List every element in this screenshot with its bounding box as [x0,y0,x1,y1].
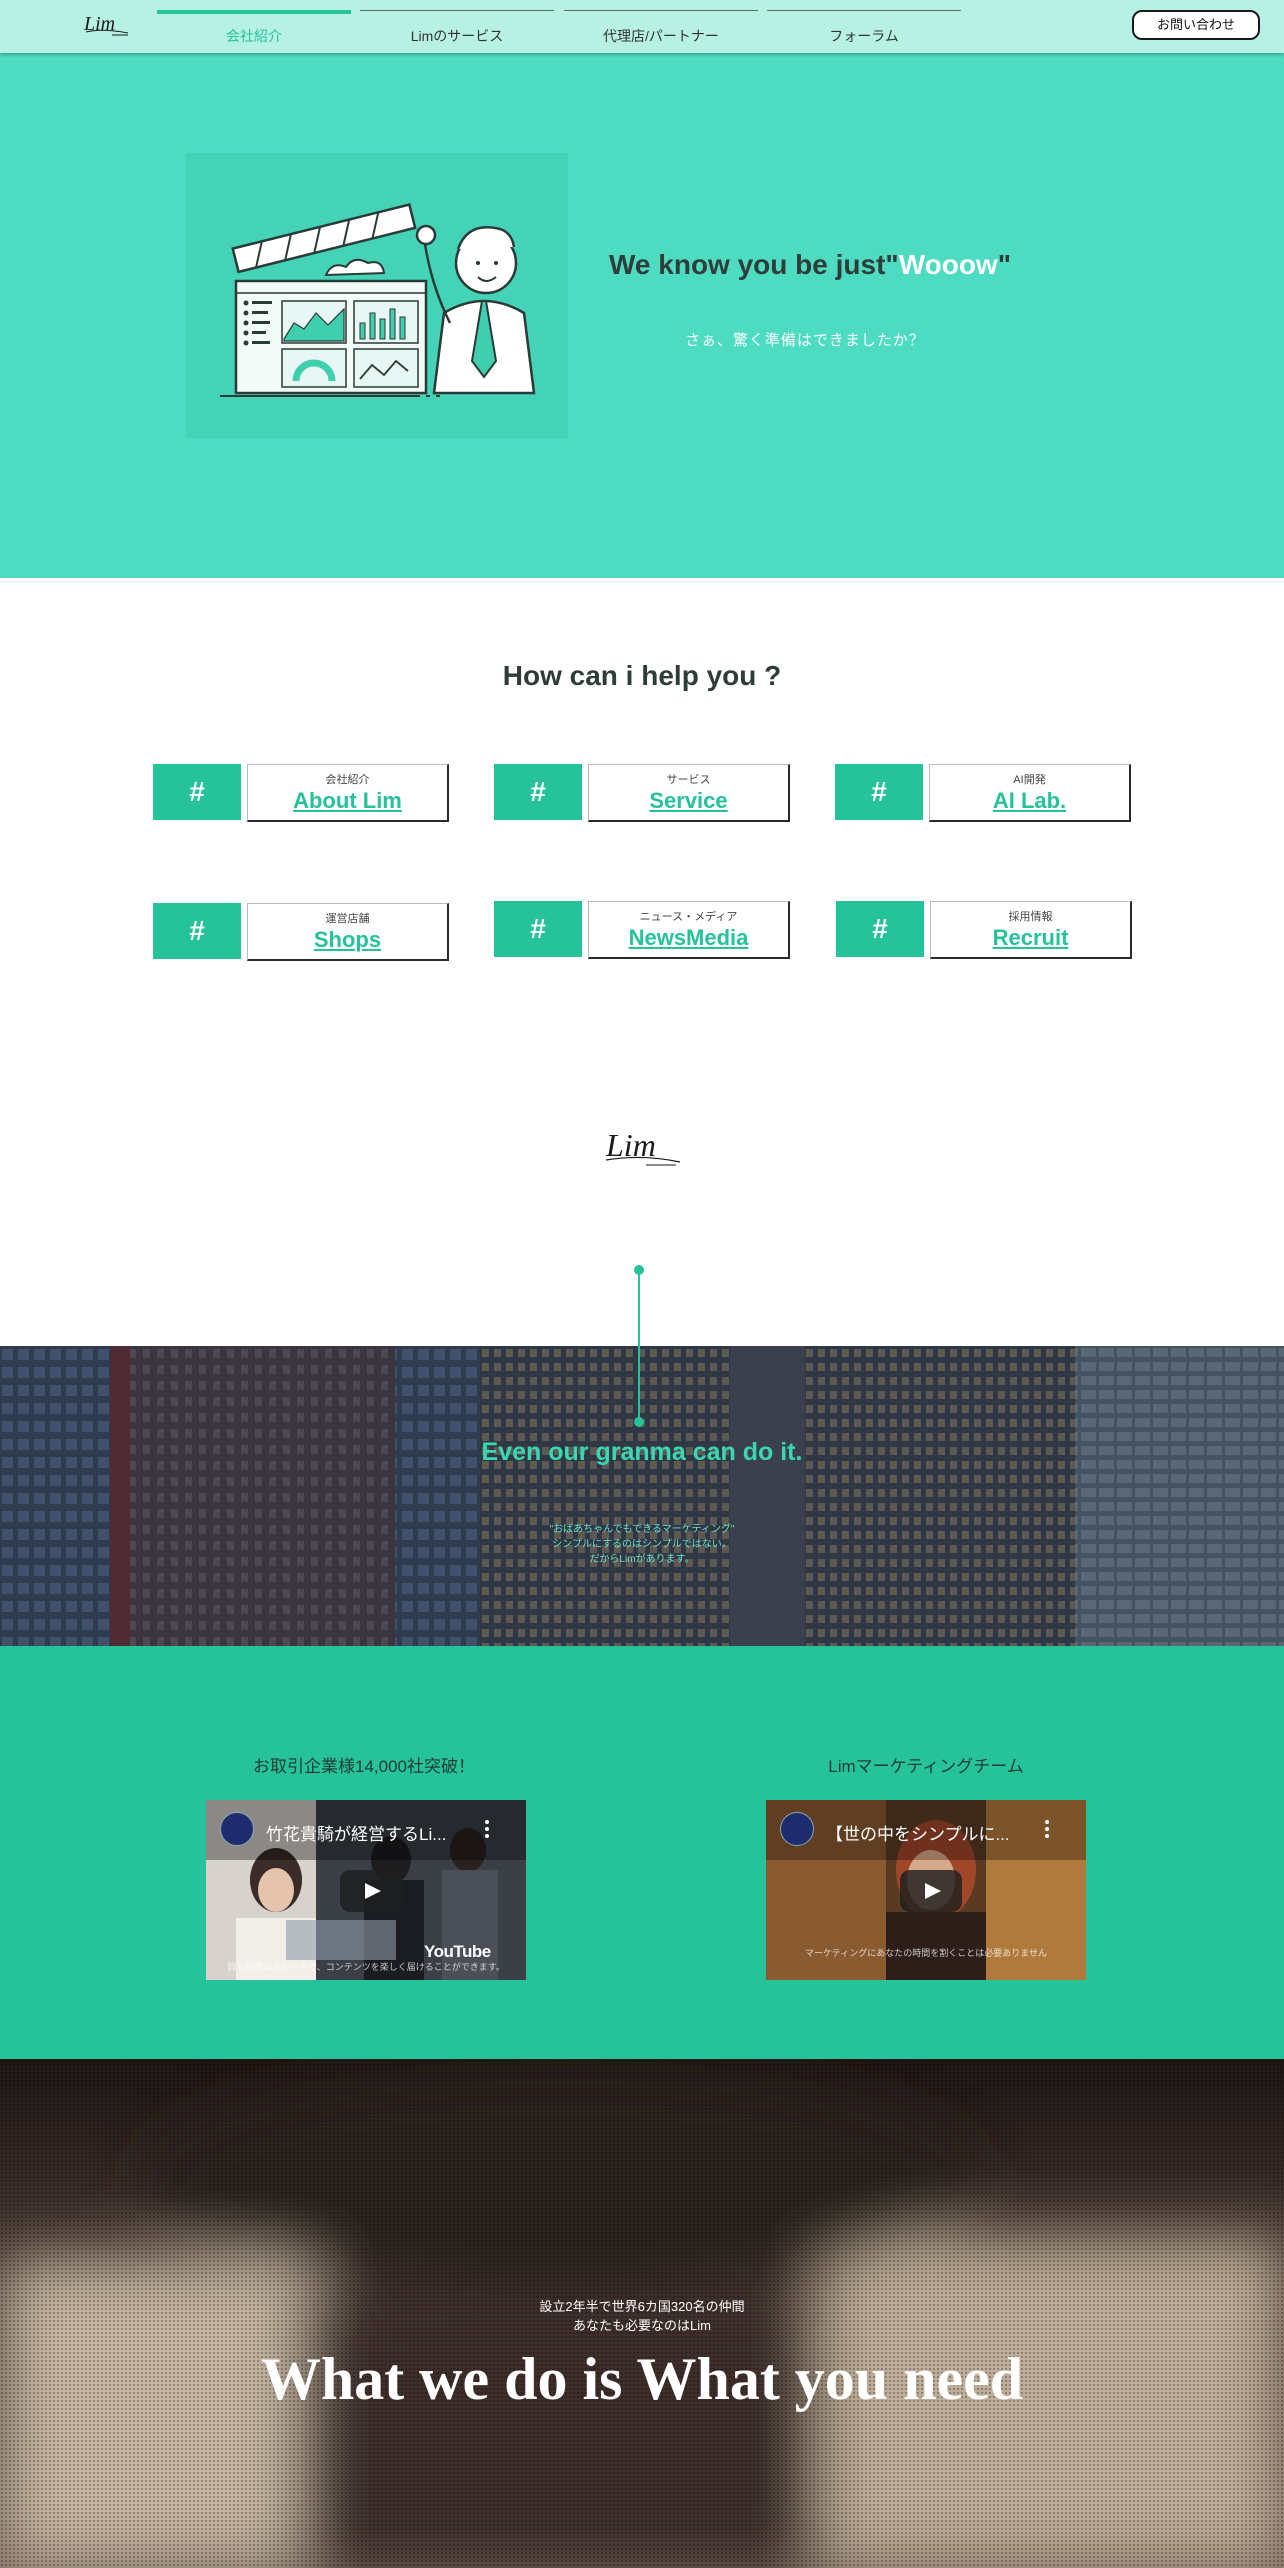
video-caption-team: Limマーケティングチーム [828,1757,1024,1776]
city-buildings-image [0,1346,1284,1646]
card-shops[interactable]: # 運営店舗 Shops [153,903,449,961]
card-label: 採用情報 Recruit [930,901,1132,959]
more-vert-icon[interactable] [482,1818,492,1840]
hash-icon: # [836,901,924,957]
card-service[interactable]: # サービス Service [494,764,790,822]
connector-line [638,1270,640,1422]
what-we-do-headline: What we do is What you need [260,2346,1024,2412]
video-title[interactable]: 竹花貴騎が経営するLi... [266,1825,447,1844]
video-subtitle: マーケティングにあなたの時間を割くことは必要ありません [804,1948,1047,1958]
hash-icon: # [494,901,582,957]
card-label-jp: 会社紹介 [325,774,370,786]
card-link-service[interactable]: Service [649,788,728,813]
card-about-lim[interactable]: # 会社紹介 About Lim [153,764,449,822]
city-line-3: だからLimがあります。 [589,1554,695,1565]
lim-logo-center: Lim [605,1127,681,1166]
hash-icon: # [835,764,923,820]
card-link-newsmedia[interactable]: NewsMedia [628,925,749,950]
hero-title-accent: Wooow [898,249,998,280]
hero-illustration [186,153,568,438]
nav-item-about[interactable]: 会社紹介 [157,10,351,44]
bottom-line-1: 設立2年半で世界6カ国320名の仲間 [539,2299,745,2314]
channel-avatar[interactable] [780,1812,814,1846]
video-embed-2[interactable]: 【世の中をシンプルに... マーケティングにあなたの時間を割くことは必要ありませ… [766,1800,1086,1980]
businessman-dashboard-icon [220,203,536,397]
what-we-do-section: 設立2年半で世界6カ国320名の仲間 あなたも必要なのはLim What we … [0,2059,1284,2568]
card-link-recruit[interactable]: Recruit [992,925,1069,950]
nav-item-forum[interactable]: フォーラム [767,10,961,44]
city-line-2: シンプルにするのはシンプルではない。 [552,1539,732,1550]
card-link-shops[interactable]: Shops [313,927,382,952]
card-label: サービス Service [588,764,790,822]
card-label: 会社紹介 About Lim [247,764,449,822]
play-icon[interactable] [340,1870,402,1912]
nav-item-services[interactable]: Limのサービス [360,10,554,44]
city-banner: Even our granma can do it. "おばあちゃんでもできるマ… [0,1346,1284,1646]
help-heading: How can i help you ? [502,660,782,691]
card-recruit[interactable]: # 採用情報 Recruit [836,901,1132,959]
card-label-jp: AI開発 [1013,774,1046,786]
card-newsmedia[interactable]: # ニュース・メディア NewsMedia [494,901,790,959]
svg-text:Lim: Lim [83,13,115,35]
hash-icon: # [494,764,582,820]
video-caption-clients: お取引企業様14,000社突破！ [253,1757,475,1776]
connector-dot-bottom [634,1417,644,1427]
bottom-intro: 設立2年半で世界6カ国320名の仲間 あなたも必要なのはLim [0,2297,1284,2335]
hero-subtitle: さぁ、驚く準備はできましたか？ [685,332,925,349]
channel-avatar[interactable] [220,1812,254,1846]
more-vert-icon[interactable] [1042,1818,1052,1840]
card-label-jp: 運営店舗 [325,913,370,925]
card-label: ニュース・メディア NewsMedia [588,901,790,959]
city-line-1: "おばあちゃんでもできるマーケティング" [549,1524,735,1535]
hero-title-prefix: We know you be just" [609,249,899,280]
card-label: AI開発 AI Lab. [929,764,1131,822]
card-label-jp: サービス [666,774,711,786]
nav-item-partners[interactable]: 代理店/パートナー [564,10,758,44]
bottom-line-2: あなたも必要なのはLim [573,2318,711,2333]
dot-overlay [0,2059,1284,2568]
card-link-ai-lab[interactable]: AI Lab. [992,788,1067,813]
city-headline: Even our granma can do it. [481,1438,803,1466]
youtube-logo[interactable]: YouTube [424,1942,491,1961]
city-subtext: "おばあちゃんでもできるマーケティング" シンプルにするのはシンプルではない。 … [0,1522,1284,1567]
hash-icon: # [153,903,241,959]
video-subtitle: 闘う制作のスピードで、コンテンツを楽しく届けることができます。 [227,1962,505,1972]
play-icon[interactable] [900,1870,962,1912]
hero-title-suffix: " [997,249,1011,280]
card-link-about[interactable]: About Lim [293,788,402,813]
contact-button[interactable]: お問い合わせ [1132,10,1260,40]
hero-section: We know you be just"Wooow" さぁ、驚く準備はできました… [0,53,1284,578]
card-label-jp: 採用情報 [1008,911,1053,923]
video-thumbnail-office [206,1800,526,1980]
blurred-background-image [0,2059,1284,2568]
card-label-jp: ニュース・メディア [639,911,738,923]
card-label: 運営店舗 Shops [247,903,449,961]
hero-title: We know you be just"Wooow" [560,249,1060,281]
site-header: Lim 会社紹介 Limのサービス 代理店/パートナー フォーラム お問い合わせ [0,0,1284,53]
video-embed-1[interactable]: 竹花貴騎が経営するLi... 闘う制作のスピードで、コンテンツを楽しく届けること… [206,1800,526,1980]
video-title[interactable]: 【世の中をシンプルに... [826,1825,1010,1844]
card-ai-lab[interactable]: # AI開発 AI Lab. [835,764,1131,822]
lim-logo[interactable]: Lim [82,8,134,40]
videos-section: お取引企業様14,000社突破！ Limマーケティングチーム 竹花貴騎が経営する… [0,1646,1284,2059]
hash-icon: # [153,764,241,820]
